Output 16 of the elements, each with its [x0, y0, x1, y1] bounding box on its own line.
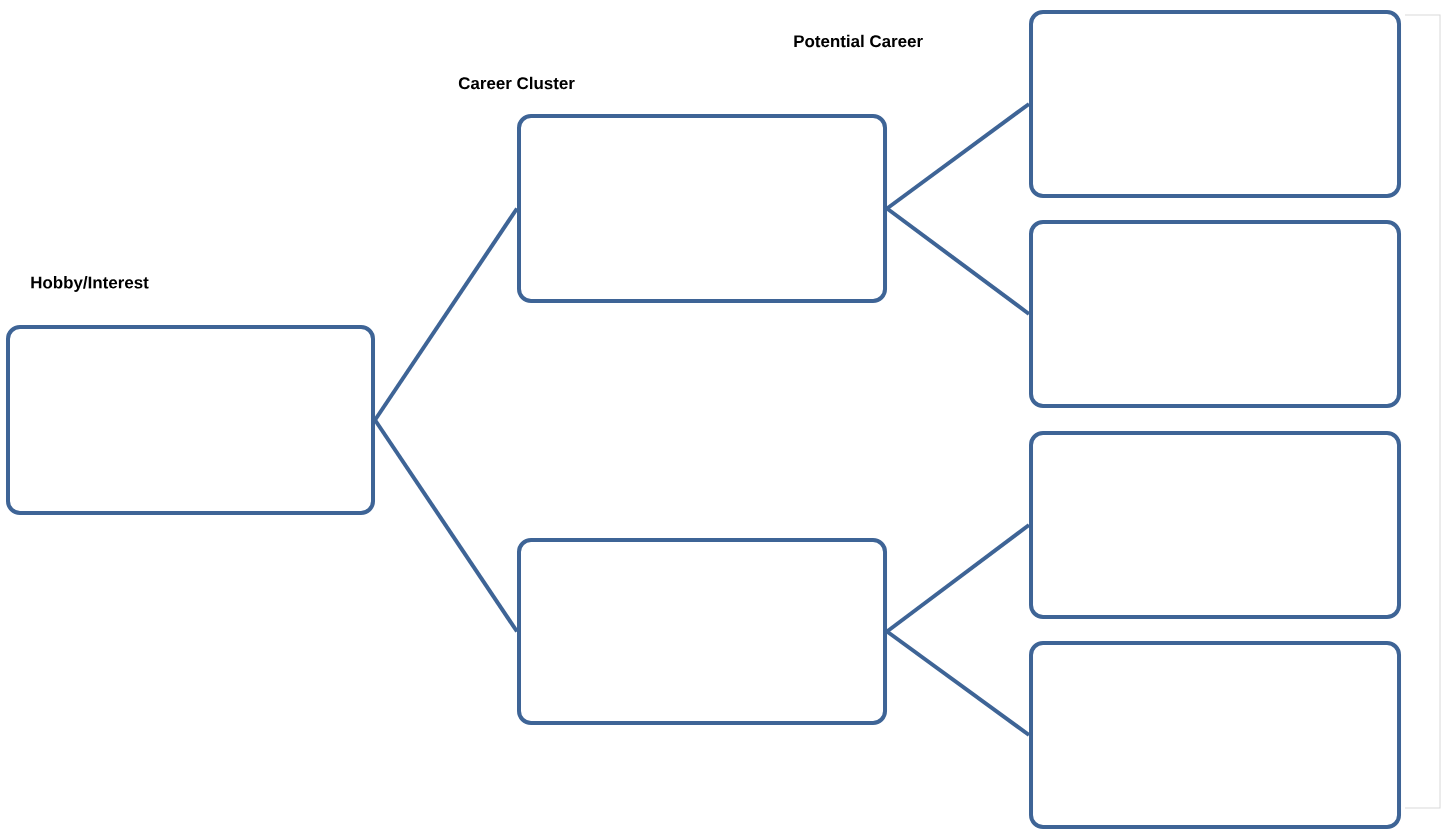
empty-box [517, 538, 887, 725]
connector-line [885, 206, 1031, 316]
column-heading: Potential Career [794, 34, 923, 48]
connector-line [373, 418, 519, 633]
empty-box [1029, 641, 1401, 829]
connector-line [885, 629, 1031, 737]
connector-line [885, 102, 1031, 211]
empty-box [1029, 10, 1401, 198]
empty-box [6, 325, 375, 515]
empty-box [1029, 220, 1401, 408]
empty-box [1029, 431, 1401, 619]
connector-line [373, 207, 519, 422]
column-heading: Hobby/Interest [31, 276, 149, 292]
column-heading: Career Cluster [458, 76, 575, 90]
empty-box [517, 114, 887, 303]
connector-line [885, 523, 1031, 634]
